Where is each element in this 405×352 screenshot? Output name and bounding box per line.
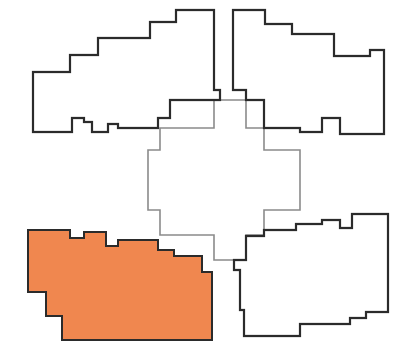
unit-top-right[interactable] [231,8,386,136]
unit-bottom-right[interactable] [232,212,390,338]
unit-top-left[interactable] [31,8,222,134]
unit-bottom-left-highlighted[interactable] [27,229,213,341]
